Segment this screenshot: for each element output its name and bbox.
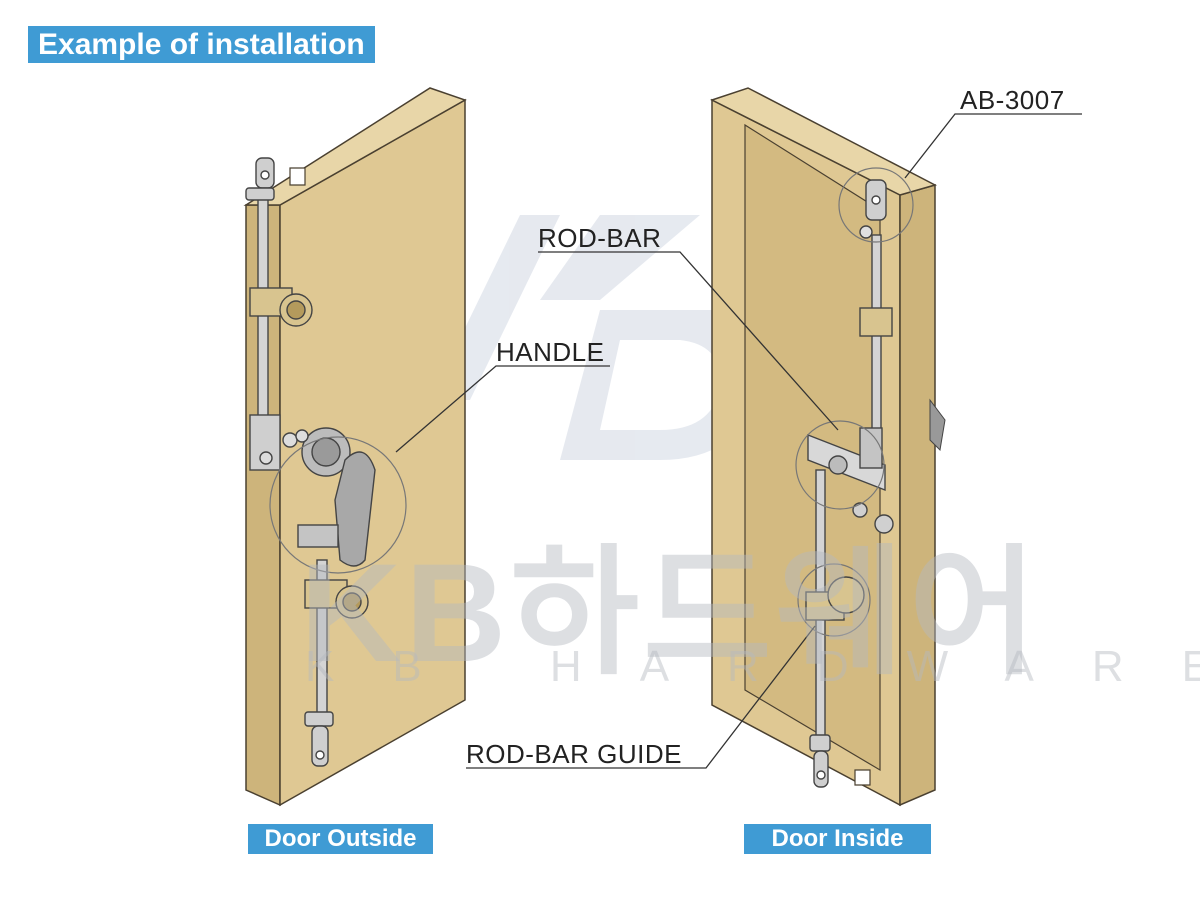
leader-ab-3007 [904,113,1082,179]
ab-3007-highlight-circle [838,167,914,243]
inside-handle-plate [807,427,894,534]
page-title: Example of installation [28,26,375,63]
label-ab-3007: AB-3007 [960,85,1065,115]
inside-upper-guide [859,307,893,337]
label-handle: HANDLE [496,337,605,367]
leader-rod-bar-guide [466,625,816,769]
outside-upper-guide [249,287,313,327]
guide-highlight-circle [797,563,871,637]
label-rod-bar-guide: ROD-BAR GUIDE [466,739,682,769]
handle-highlight-circle [269,436,407,574]
handle-assembly [249,414,376,567]
inside-lower-guide [805,576,865,621]
leader-handle [395,365,610,453]
outside-bottom-hinge [304,711,334,767]
outside-lower-guide [304,579,369,619]
outside-top-hinge [245,157,275,201]
rod-bar-highlight-circle [795,420,885,510]
caption-door-inside: Door Inside [744,824,931,854]
inside-bottom-hinge [809,734,831,788]
watermark-english: KB HARDWARE [305,642,1200,691]
inside-top-hinge [859,179,887,239]
label-rod-bar: ROD-BAR [538,223,662,253]
caption-door-outside: Door Outside [248,824,433,854]
leader-rod-bar [538,251,839,431]
watermark-korean: KB하드웨어 [300,534,1042,691]
leader-lines [395,113,1082,769]
